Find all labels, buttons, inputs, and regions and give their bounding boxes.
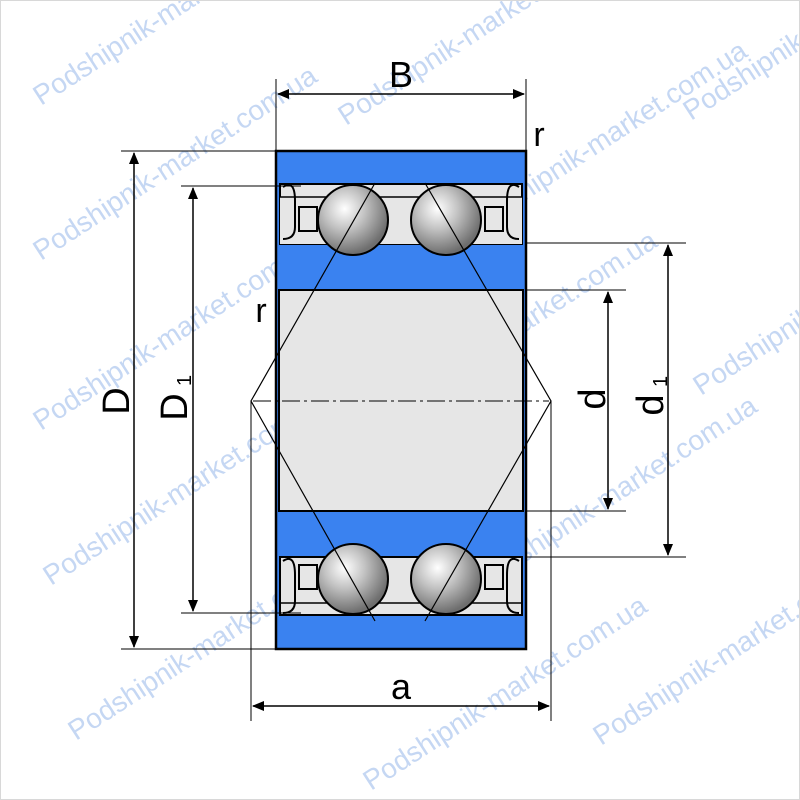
dimension-lines — [129, 89, 673, 711]
label-B: B — [389, 54, 413, 95]
label-D1: D 1 — [154, 375, 196, 421]
label-d: d — [572, 388, 614, 409]
label-D: D — [96, 387, 138, 414]
label-D1-sub: 1 — [174, 375, 196, 386]
label-d1: d 1 — [630, 376, 672, 416]
label-d1-main: d — [630, 394, 672, 415]
top-raceway — [279, 183, 523, 245]
extension-lines — [121, 79, 686, 721]
label-r-inner: r — [255, 292, 266, 330]
ball-bottom-left — [317, 543, 389, 615]
bottom-raceway — [279, 556, 523, 616]
ball-bottom-right — [410, 543, 482, 615]
ball-top-left — [317, 184, 389, 256]
label-D1-main: D — [154, 393, 196, 420]
label-a: a — [391, 666, 412, 707]
dimension-labels: B r r D D 1 d d 1 a — [96, 54, 672, 707]
watermark-text: Podshipnik-market.com.ua — [332, 1, 627, 131]
bearing-section — [274, 149, 528, 651]
watermark-text: Podshipnik-market.com.ua — [687, 194, 800, 401]
watermark-text: Podshipnik-market.com.ua — [587, 544, 800, 751]
label-d1-sub: 1 — [650, 376, 672, 387]
label-r-top: r — [533, 116, 544, 154]
